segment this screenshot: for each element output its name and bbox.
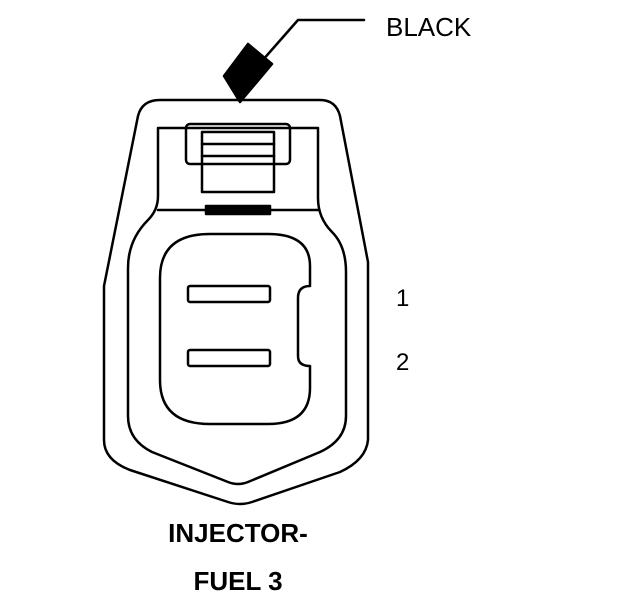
connector-name-line-1: INJECTOR- bbox=[168, 518, 308, 548]
wire-color-label: BLACK bbox=[386, 12, 472, 42]
connector-housing-outer bbox=[102, 98, 370, 506]
connector-name-line-2: FUEL 3 bbox=[193, 566, 283, 596]
pin-number-label: 1 bbox=[396, 285, 410, 312]
locking-tab bbox=[184, 122, 292, 166]
locking-tab-inner bbox=[200, 130, 276, 194]
leader-arrowhead bbox=[222, 42, 274, 104]
pin-terminal-2 bbox=[186, 348, 272, 368]
pin-cavity bbox=[158, 232, 312, 426]
connector-housing-inner bbox=[126, 126, 348, 486]
latch-slot bbox=[204, 204, 272, 216]
pin-terminal-1 bbox=[186, 284, 272, 304]
pin-number-label: 2 bbox=[396, 349, 410, 376]
